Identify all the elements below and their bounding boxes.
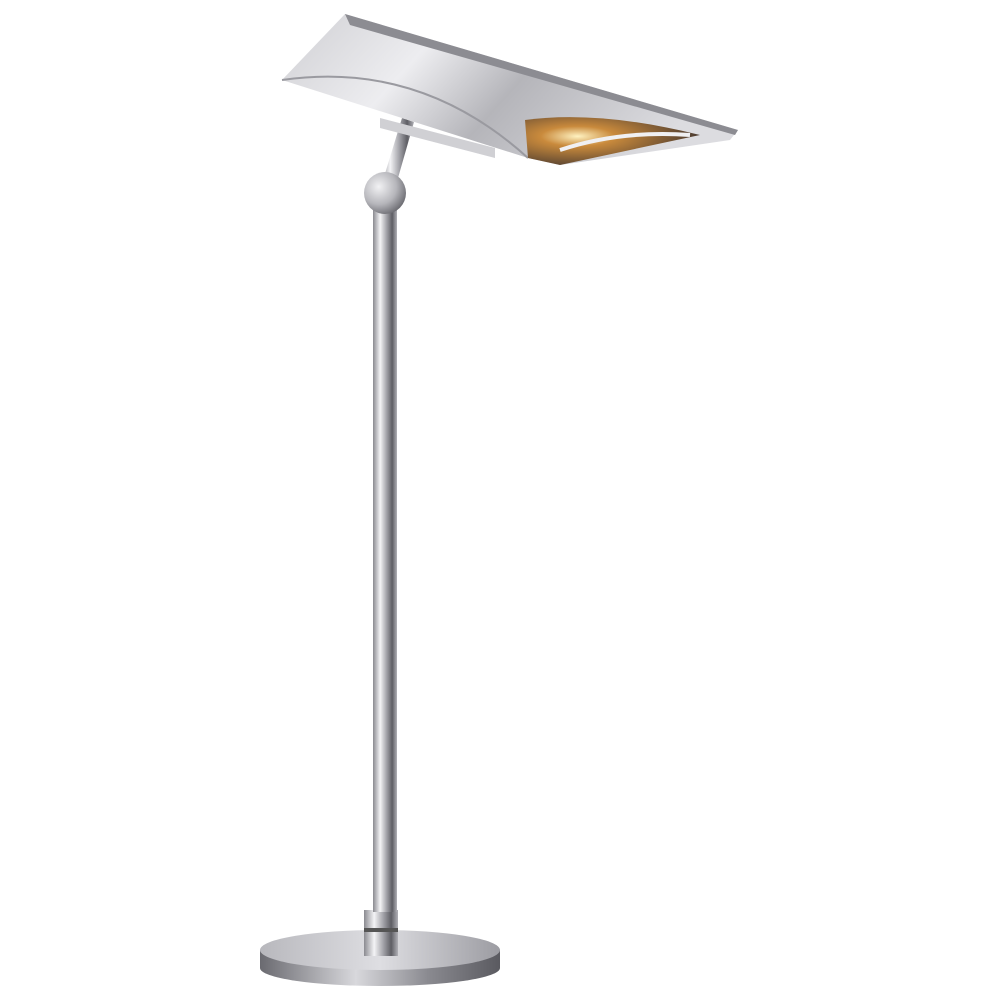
lamp-shade: [281, 14, 738, 165]
lamp-collar: [364, 910, 398, 956]
bulb-glow: [525, 117, 700, 165]
lamp-stem: [373, 200, 397, 912]
lamp-joint: [364, 118, 495, 214]
